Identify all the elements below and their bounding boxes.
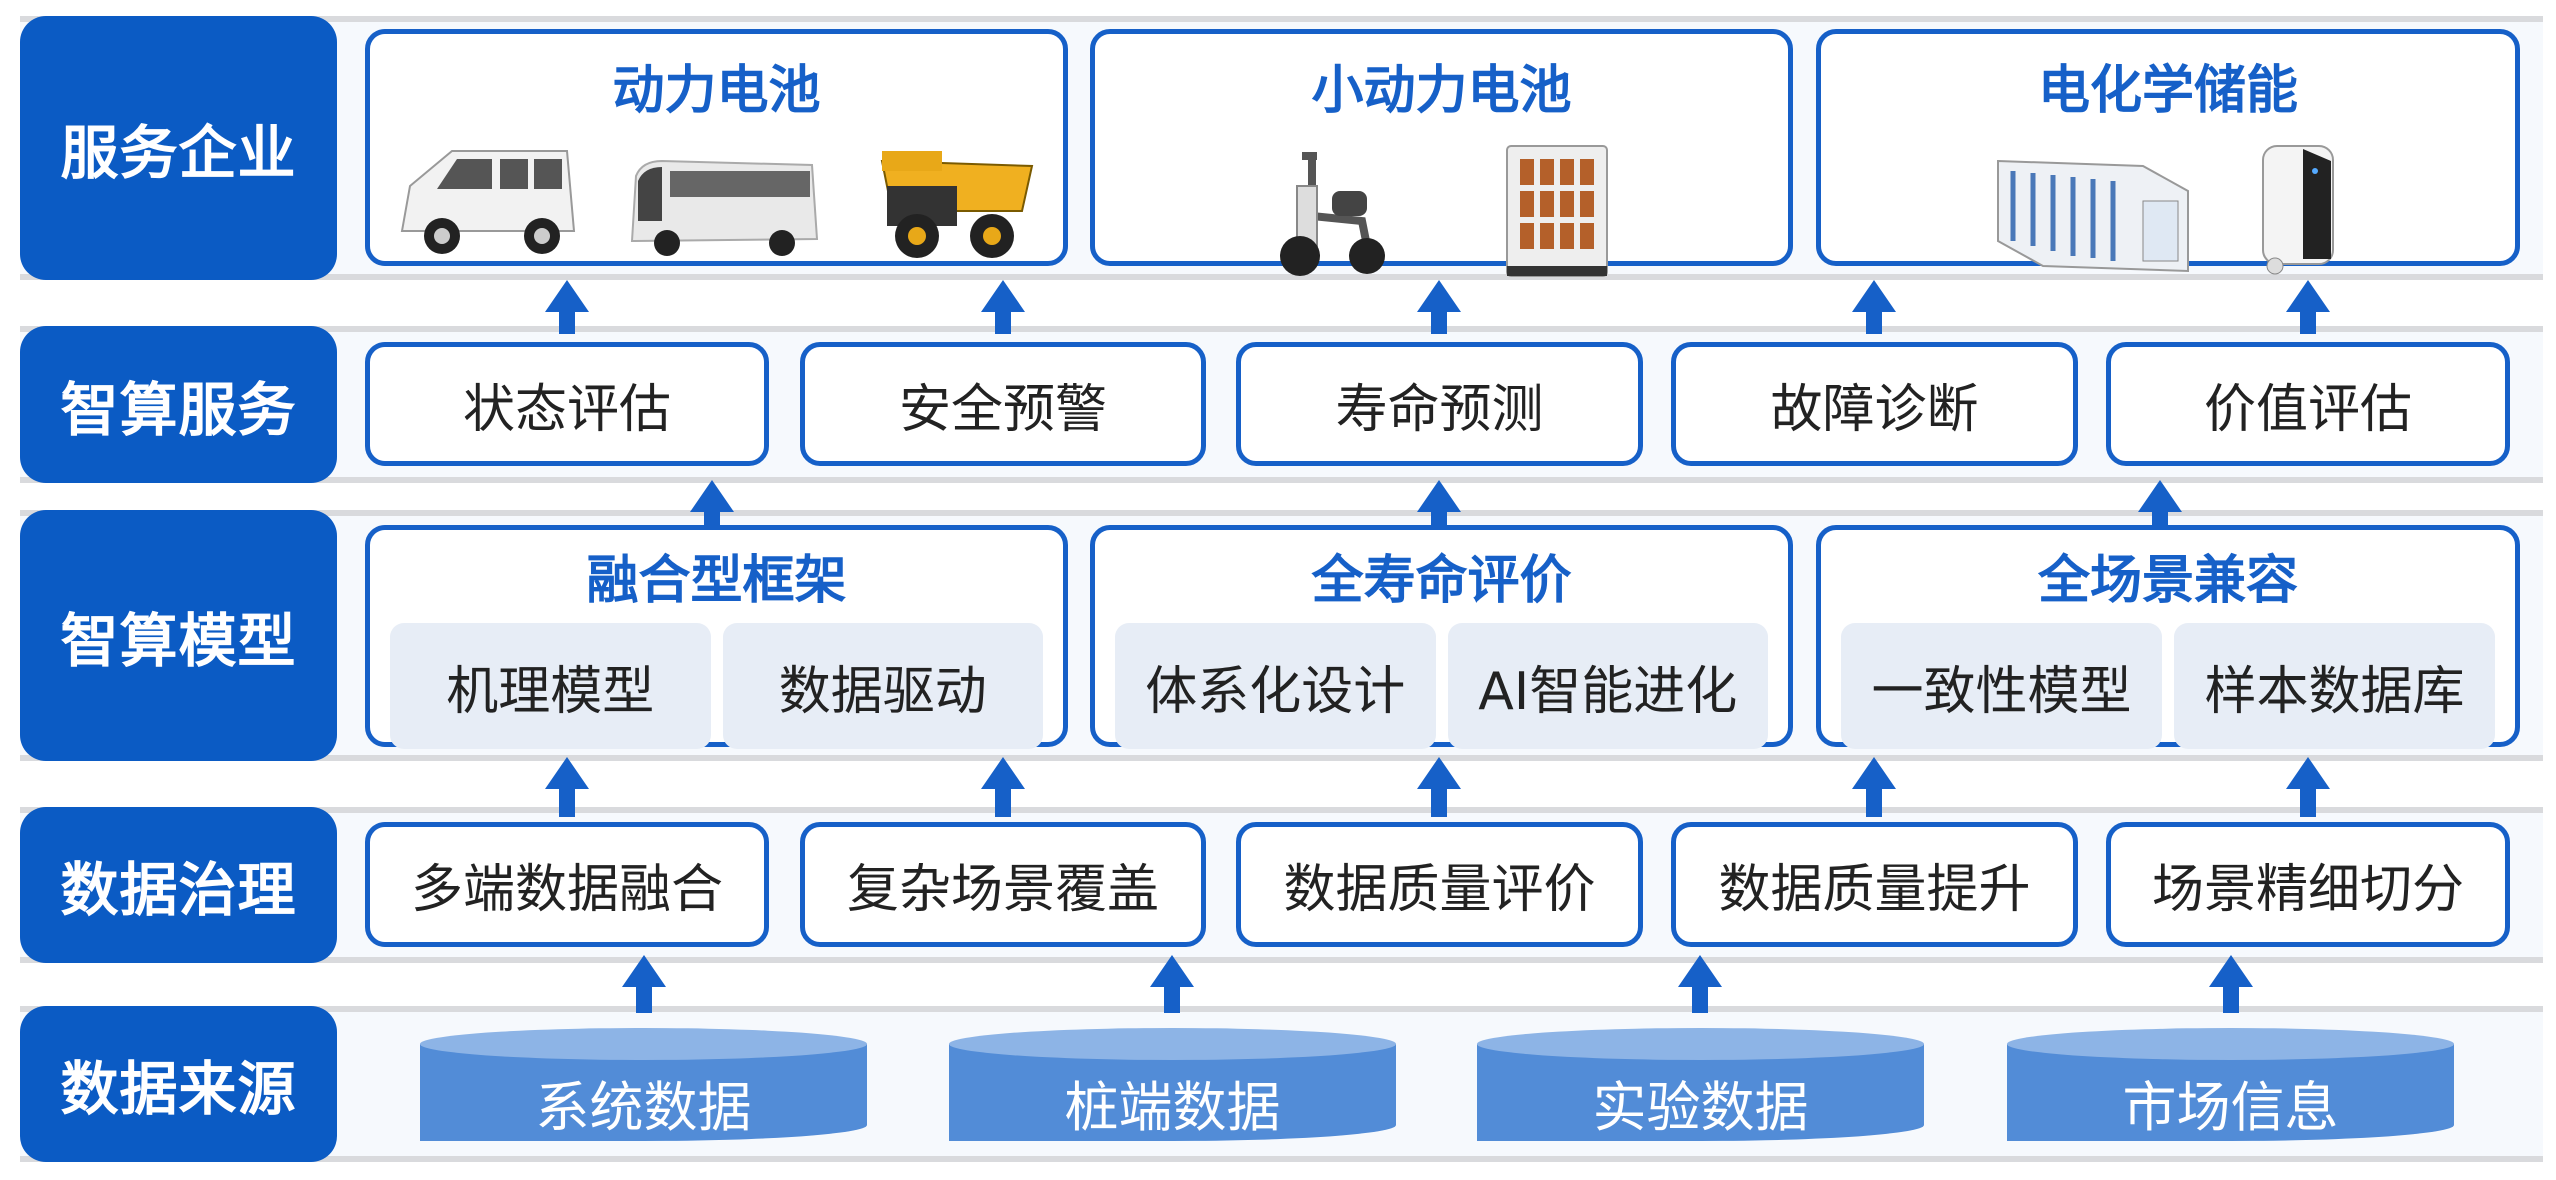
source-label: 市场信息: [2122, 1076, 2339, 1139]
layer-label-service: 智算服务: [20, 326, 337, 483]
model-item: 数据驱动: [722, 623, 1043, 749]
layer-label-enterprise: 服务企业: [20, 16, 337, 280]
model-item: 体系化设计: [1115, 623, 1436, 749]
arrow-up-icon: [981, 280, 1025, 334]
bus-icon: [630, 159, 818, 256]
governance-box: 多端数据融合: [365, 822, 769, 947]
service-box: 安全预警: [800, 342, 1206, 466]
governance-box: 数据质量提升: [1671, 822, 2078, 947]
arrow-up-icon: [2286, 757, 2330, 817]
van-icon: [400, 150, 575, 254]
home-storage-unit-icon: [2262, 145, 2334, 275]
arrow-up-icon: [1150, 955, 1194, 1013]
source-label: 实验数据: [1592, 1076, 1809, 1139]
arrow-up-icon: [981, 757, 1025, 817]
enterprise-electrochemical-storage: 电化学储能: [1816, 29, 2520, 275]
arrow-up-icon: [622, 955, 666, 1013]
arrow-up-icon: [2286, 280, 2330, 334]
arrow-up-icon: [1852, 280, 1896, 334]
layer-label-model: 智算模型: [20, 510, 337, 761]
service-box: 状态评估: [365, 342, 769, 466]
battery-swap-cabinet-icon: [1505, 145, 1608, 277]
arrow-up-icon: [2138, 480, 2182, 526]
arrow-up-icon: [2209, 955, 2253, 1013]
storage-container-icon: [1997, 159, 2189, 273]
enterprise-power-battery: 动力电池: [365, 29, 1068, 266]
source-cylinder: 桩端数据: [949, 1028, 1396, 1141]
model-item: AI智能进化: [1447, 623, 1768, 749]
arrow-up-icon: [545, 757, 589, 817]
layer-label-source: 数据来源: [20, 1006, 337, 1162]
model-item: 一致性模型: [1841, 623, 2162, 749]
enterprise-title: 电化学储能: [2037, 61, 2298, 121]
enterprise-title: 动力电池: [612, 61, 821, 121]
arrow-up-icon: [1417, 280, 1461, 334]
model-fusion-framework: 融合型框架 机理模型 数据驱动: [365, 525, 1068, 749]
model-item: 机理模型: [390, 623, 711, 749]
arrow-up-icon: [1678, 955, 1722, 1013]
arrow-up-icon: [1417, 757, 1461, 817]
source-cylinder: 市场信息: [2007, 1028, 2454, 1141]
enterprise-title: 小动力电池: [1311, 61, 1572, 121]
model-full-life-evaluation: 全寿命评价 体系化设计 AI智能进化: [1090, 525, 1793, 749]
mining-truck-icon: [880, 151, 1033, 258]
governance-box: 数据质量评价: [1236, 822, 1643, 947]
arrow-up-icon: [690, 480, 734, 526]
arrow-up-icon: [545, 280, 589, 334]
model-all-scenario-compatible: 全场景兼容 一致性模型 样本数据库: [1816, 525, 2520, 749]
enterprise-small-power-battery: 小动力电池: [1090, 29, 1793, 277]
arrow-up-icon: [1852, 757, 1896, 817]
governance-box: 复杂场景覆盖: [800, 822, 1206, 947]
model-title: 全寿命评价: [1311, 551, 1572, 611]
source-cylinder: 实验数据: [1477, 1028, 1924, 1141]
e-scooter-icon: [1279, 152, 1385, 276]
governance-box: 场景精细切分: [2106, 822, 2510, 947]
model-title: 全场景兼容: [2037, 551, 2298, 611]
model-title: 融合型框架: [586, 551, 847, 611]
arrow-up-icon: [1417, 480, 1461, 526]
layer-label-governance: 数据治理: [20, 807, 337, 963]
model-item: 样本数据库: [2174, 623, 2495, 749]
service-box: 价值评估: [2106, 342, 2510, 466]
source-label: 系统数据: [535, 1076, 752, 1139]
service-box: 故障诊断: [1671, 342, 2078, 466]
source-label: 桩端数据: [1064, 1076, 1281, 1139]
service-box: 寿命预测: [1236, 342, 1643, 466]
source-cylinder: 系统数据: [420, 1028, 867, 1141]
